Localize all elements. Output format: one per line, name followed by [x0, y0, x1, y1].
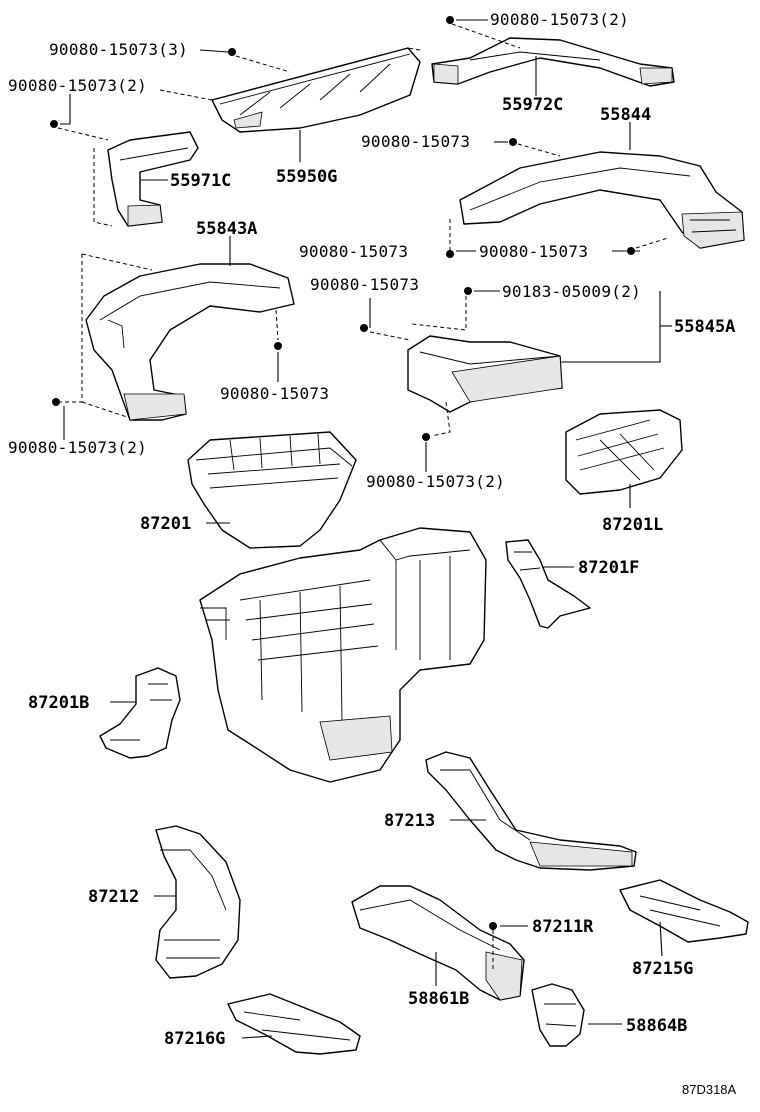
part-55950G-duct [211, 47, 421, 133]
part-55845A-duct [407, 335, 563, 413]
part-87213-duct [425, 751, 637, 871]
label-bolt-90080-15073-x2-left: 90080-15073(2) [8, 438, 147, 457]
label-bolt-90080-15073-c: 90080-15073 [479, 242, 588, 261]
bolt-icons [50, 16, 635, 930]
part-87201B-bracket [99, 667, 181, 759]
part-87201F-bracket [505, 539, 591, 629]
label-bolt-90080-15073-x3: 90080-15073(3) [49, 40, 188, 59]
part-55972C-duct [431, 37, 675, 87]
part-58864B-bracket [531, 983, 585, 1047]
label-part-87212: 87212 [88, 887, 139, 907]
label-bolt-90080-15073-x2-top-left: 90080-15073(2) [8, 76, 147, 95]
label-bolt-90080-15073-b: 90080-15073 [299, 242, 408, 261]
label-part-55972C: 55972C [502, 95, 563, 115]
label-bolt-90080-15073-d: 90080-15073 [310, 275, 419, 294]
part-55971C-duct [107, 131, 199, 227]
label-part-87201F: 87201F [578, 558, 639, 578]
part-58861B-duct [351, 885, 525, 1001]
label-bolt-90080-15073-a: 90080-15073 [361, 132, 470, 151]
label-bolt-90080-15073-x2-center: 90080-15073(2) [366, 472, 505, 491]
diagram-code: 87D318A [682, 1082, 737, 1097]
part-87212-cover [155, 825, 241, 979]
label-bolt-90080-15073-e: 90080-15073 [220, 384, 329, 403]
label-part-87216G: 87216G [164, 1029, 225, 1049]
part-87201L-housing [565, 409, 683, 495]
part-55843A-duct [85, 263, 295, 421]
label-part-55950G: 55950G [276, 167, 337, 187]
label-part-87201L: 87201L [602, 515, 663, 535]
label-part-58864B: 58864B [626, 1016, 687, 1036]
label-part-87201B: 87201B [28, 693, 89, 713]
label-part-55844: 55844 [600, 105, 651, 125]
label-part-87201: 87201 [140, 514, 191, 534]
label-bolt-90080-15073-x2-top-right: 90080-15073(2) [490, 10, 629, 29]
part-87216G-bracket [227, 993, 361, 1055]
label-part-55971C: 55971C [170, 171, 231, 191]
label-clip-90183-05009-x2: 90183-05009(2) [502, 282, 641, 301]
leader-lines [57, 19, 672, 1039]
label-part-87215G: 87215G [632, 959, 693, 979]
label-part-58861B: 58861B [408, 989, 469, 1009]
label-part-55843A: 55843A [196, 219, 257, 239]
part-87201-case [187, 431, 357, 549]
part-55844-duct [459, 151, 745, 249]
part-hvac-unit [199, 527, 487, 783]
label-part-55845A: 55845A [674, 317, 735, 337]
label-part-87211R: 87211R [532, 917, 594, 937]
part-87215G-bracket [619, 879, 749, 943]
label-part-87213: 87213 [384, 811, 435, 831]
